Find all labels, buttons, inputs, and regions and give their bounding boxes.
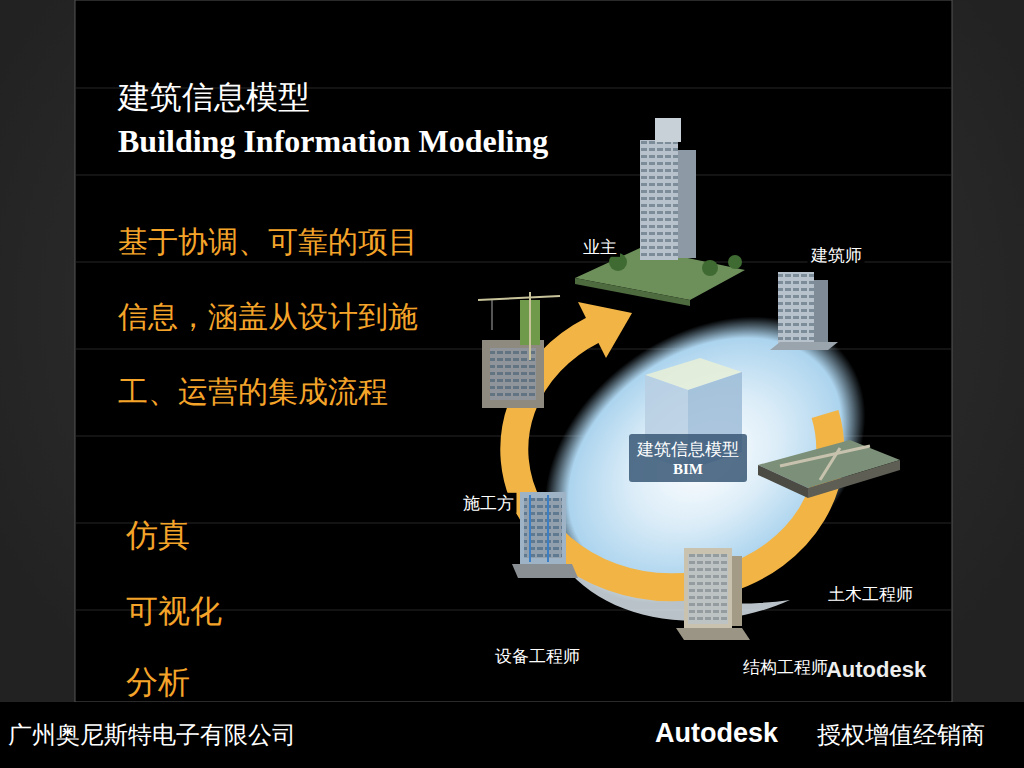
structure-building <box>676 548 750 640</box>
feature-label: 仿真 <box>126 516 190 554</box>
slide-title: 建筑信息模型 <box>118 78 310 116</box>
slide-rules <box>76 88 951 610</box>
role-label: 建筑师 <box>808 245 865 265</box>
brand-logo: Autodesk <box>655 717 778 749</box>
role-label: 设备工程师 <box>492 646 583 666</box>
brand-logo: Autodesk <box>826 657 926 683</box>
owner-building <box>575 118 745 306</box>
construction-building <box>478 292 560 408</box>
slide-panel <box>75 0 952 702</box>
architect-building <box>770 272 838 350</box>
bim-core-box: 建筑信息模型BIM <box>629 434 747 482</box>
role-label: 土木工程师 <box>825 584 916 604</box>
footer-bar <box>0 702 1024 768</box>
civil-site <box>758 440 900 498</box>
node-subtitle: BIM <box>637 461 739 478</box>
node-title: 建筑信息模型 <box>637 438 739 461</box>
feature-label: 分析 <box>126 663 190 701</box>
definition-text: 基于协调、可靠的项目信息，涵盖从设计到施工、运营的集成流程 <box>118 204 427 429</box>
role-label: 施工方 <box>460 493 517 513</box>
mep-building <box>512 492 578 578</box>
role-label: 业主 <box>580 237 620 257</box>
subtitle-english: Building Information Modeling <box>118 122 548 160</box>
company-name: 广州奥尼斯特电子有限公司 <box>8 721 296 750</box>
bim-glow <box>490 257 920 663</box>
cycle-arrowhead <box>578 302 632 358</box>
role-label: 结构工程师 <box>740 657 831 677</box>
feature-label: 可视化 <box>126 592 222 630</box>
reseller-text: 授权增值经销商 <box>817 721 985 750</box>
